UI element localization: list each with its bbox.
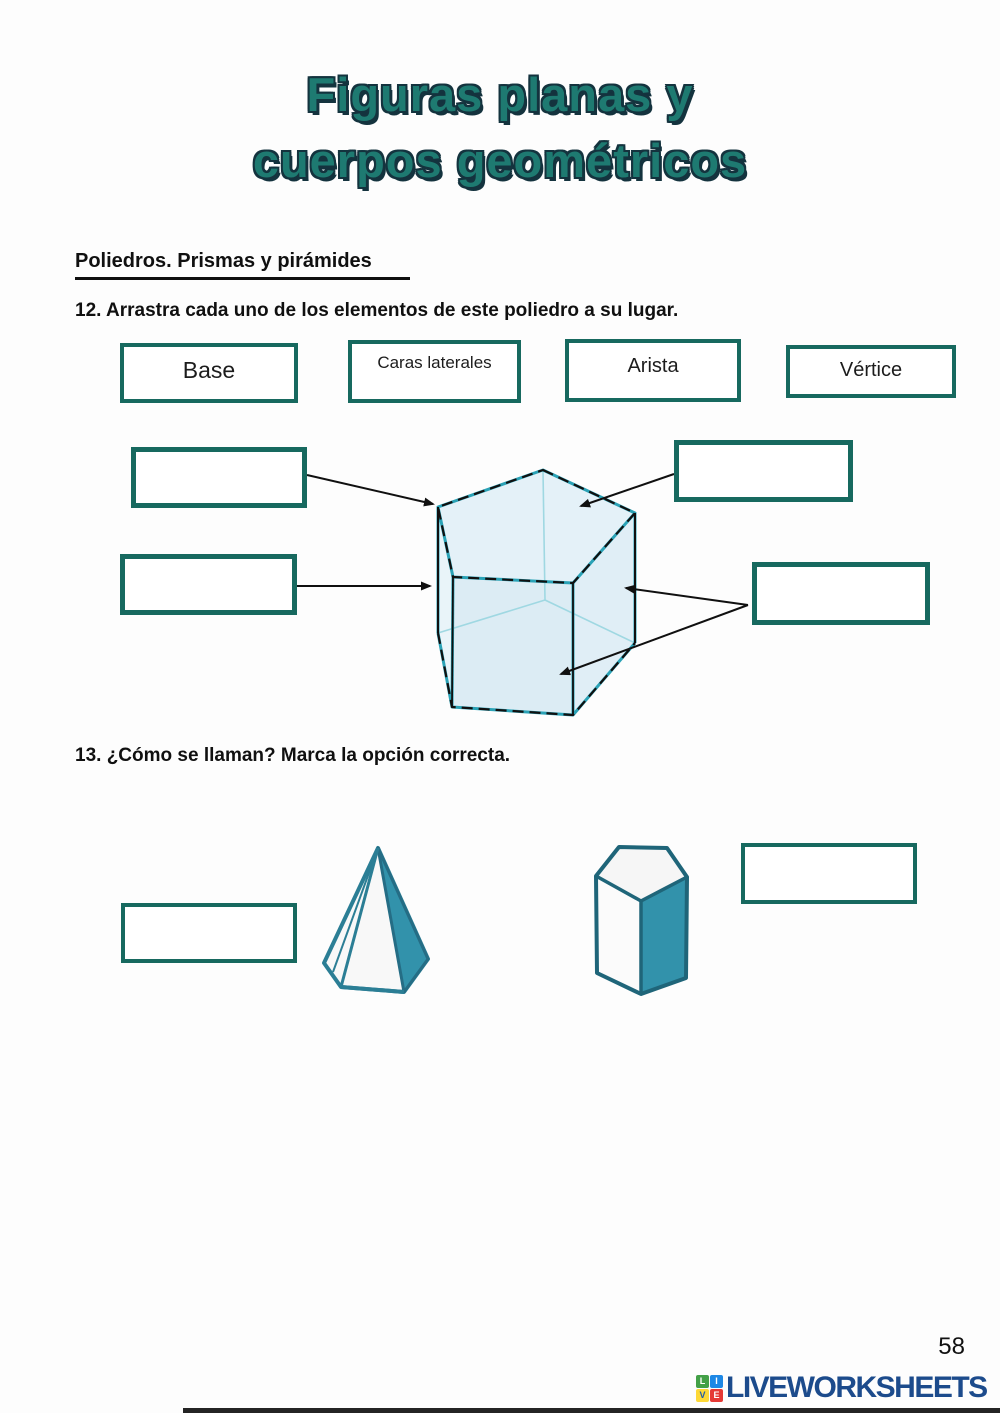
- arrow-to-vertex: [306, 474, 435, 507]
- answer-box-prism[interactable]: [741, 843, 917, 904]
- logo-letter-i: I: [710, 1374, 723, 1388]
- prism-hidden-edges: [437, 469, 636, 644]
- prism-diagram: [297, 468, 749, 717]
- page-title-line2: cuerpos geométricos: [252, 134, 748, 187]
- logo-letter-v: V: [696, 1388, 709, 1402]
- page-number: 58: [938, 1333, 965, 1360]
- bottom-edge-bar: [183, 1408, 1000, 1413]
- drop-target-top-right[interactable]: [674, 440, 853, 502]
- page-title: Figuras planas y cuerpos geométricos: [0, 62, 1000, 194]
- question-13-prompt: 13. ¿Cómo se llaman? Marca la opción cor…: [75, 745, 511, 766]
- pentagonal-pyramid-icon: [322, 846, 430, 994]
- brand-name: LIVEWORKSHEETS: [726, 1371, 988, 1404]
- logo-letter-l: L: [696, 1374, 709, 1388]
- prism-edges-black: [436, 468, 637, 717]
- diagram-arrows: [297, 473, 749, 676]
- question-12-prompt: 12. Arrastra cada uno de los elementos d…: [75, 300, 679, 321]
- arrow-to-front-face: [559, 604, 749, 676]
- word-bank-label: Base: [182, 357, 236, 383]
- pentagonal-prism-icon: [594, 845, 689, 996]
- arrow-to-right-face: [624, 584, 749, 606]
- word-bank-label: Vértice: [839, 359, 903, 381]
- page-title-line1: Figuras planas y: [306, 68, 694, 121]
- answer-box-pyramid[interactable]: [121, 903, 297, 963]
- section-heading: Poliedros. Prismas y pirámides: [75, 250, 410, 280]
- logo-letter-e: E: [710, 1388, 723, 1402]
- word-bank-item-vertice[interactable]: Vértice: [786, 345, 956, 398]
- drop-target-mid-right[interactable]: [752, 562, 930, 625]
- word-bank-item-arista[interactable]: Arista: [565, 339, 741, 402]
- liveworksheets-logo[interactable]: L I V E LIVEWORKSHEETS: [696, 1369, 988, 1407]
- word-bank-label: Caras laterales: [377, 353, 492, 372]
- liveworksheets-logo-icon: L I V E: [696, 1374, 723, 1402]
- word-bank-item-caras-laterales[interactable]: Caras laterales: [348, 340, 521, 403]
- drop-target-mid-left[interactable]: [120, 554, 297, 615]
- word-bank-label: Arista: [627, 355, 679, 377]
- drop-target-top-left[interactable]: [131, 447, 307, 508]
- word-bank-item-base[interactable]: Base: [120, 343, 298, 403]
- arrow-to-top-face: [579, 473, 675, 508]
